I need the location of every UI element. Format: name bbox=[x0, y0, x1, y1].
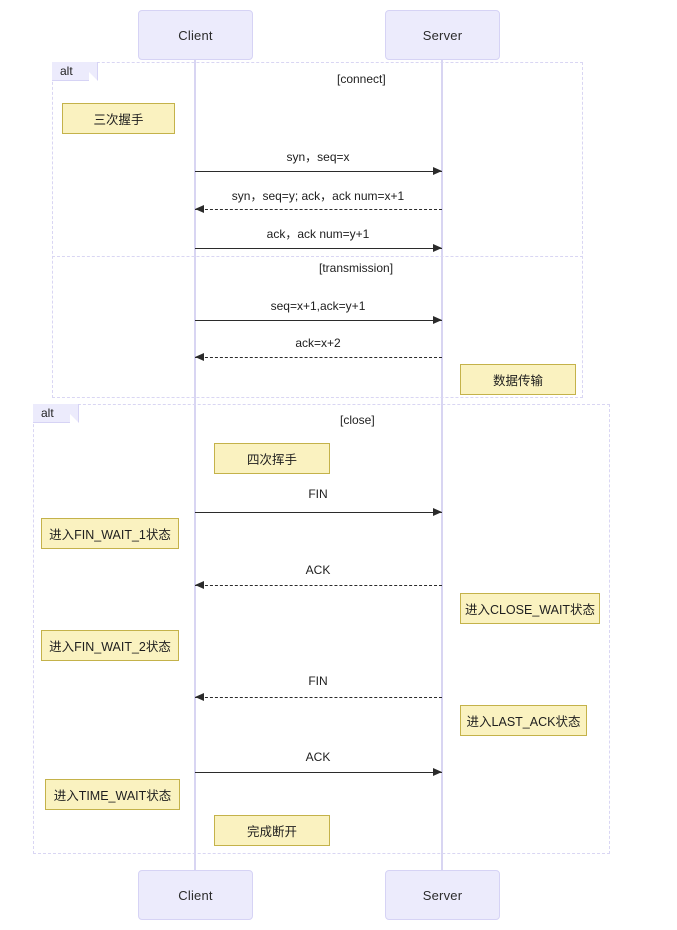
msg-syn-line bbox=[195, 171, 442, 172]
participant-server-top[interactable]: Server bbox=[385, 10, 500, 60]
note-fin-wait-1: 进入FIN_WAIT_1状态 bbox=[41, 518, 179, 549]
note-time-wait: 进入TIME_WAIT状态 bbox=[45, 779, 180, 810]
frame-connect bbox=[52, 62, 583, 398]
msg-synack-label: syn，seq=y; ack，ack num=x+1 bbox=[231, 189, 405, 203]
msg-fin2-label: FIN bbox=[308, 674, 328, 688]
msg-dataack-line bbox=[195, 357, 442, 358]
msg-ack3-label: ACK bbox=[305, 750, 331, 764]
frame-connect-tab-label: alt bbox=[52, 62, 98, 81]
frame-close bbox=[33, 404, 610, 854]
msg-syn-arrowhead bbox=[433, 167, 442, 175]
msg-ack2-label: ACK bbox=[305, 563, 331, 577]
frame-connect-section-label-1: [transmission] bbox=[319, 261, 394, 275]
participant-client-bottom[interactable]: Client bbox=[138, 870, 253, 920]
frame-connect-section-label-0: [connect] bbox=[337, 72, 386, 86]
msg-fin1-label: FIN bbox=[308, 487, 328, 501]
msg-ack1-line bbox=[195, 248, 442, 249]
msg-dataack-label: ack=x+2 bbox=[295, 336, 341, 350]
msg-ack3-line bbox=[195, 772, 442, 773]
msg-data-label: seq=x+1,ack=y+1 bbox=[270, 299, 366, 313]
participant-client-top[interactable]: Client bbox=[138, 10, 253, 60]
msg-data-arrowhead bbox=[433, 316, 442, 324]
note-handshake3: 三次握手 bbox=[62, 103, 175, 134]
msg-ack3-arrowhead bbox=[433, 768, 442, 776]
msg-fin2-line bbox=[195, 697, 442, 698]
lifeline-server bbox=[441, 60, 443, 870]
frame-close-tab-label: alt bbox=[33, 404, 79, 423]
msg-ack2-line bbox=[195, 585, 442, 586]
frame-connect-divider-1 bbox=[52, 256, 583, 257]
msg-syn-label: syn，seq=x bbox=[286, 150, 350, 164]
msg-fin1-arrowhead bbox=[433, 508, 442, 516]
msg-data-line bbox=[195, 320, 442, 321]
msg-synack-arrowhead bbox=[195, 205, 204, 213]
msg-ack2-arrowhead bbox=[195, 581, 204, 589]
msg-ack1-arrowhead bbox=[433, 244, 442, 252]
lifeline-client bbox=[194, 60, 196, 870]
msg-synack-line bbox=[195, 209, 442, 210]
msg-fin2-arrowhead bbox=[195, 693, 204, 701]
note-handshake4: 四次挥手 bbox=[214, 443, 330, 474]
note-fin-wait-2: 进入FIN_WAIT_2状态 bbox=[41, 630, 179, 661]
note-close-wait: 进入CLOSE_WAIT状态 bbox=[460, 593, 600, 624]
frame-close-section-label-0: [close] bbox=[340, 413, 375, 427]
note-data-transmission: 数据传输 bbox=[460, 364, 576, 395]
msg-dataack-arrowhead bbox=[195, 353, 204, 361]
msg-ack1-label: ack，ack num=y+1 bbox=[266, 227, 370, 241]
participant-server-bottom[interactable]: Server bbox=[385, 870, 500, 920]
note-last-ack: 进入LAST_ACK状态 bbox=[460, 705, 587, 736]
note-disconnect-complete: 完成断开 bbox=[214, 815, 330, 846]
msg-fin1-line bbox=[195, 512, 442, 513]
